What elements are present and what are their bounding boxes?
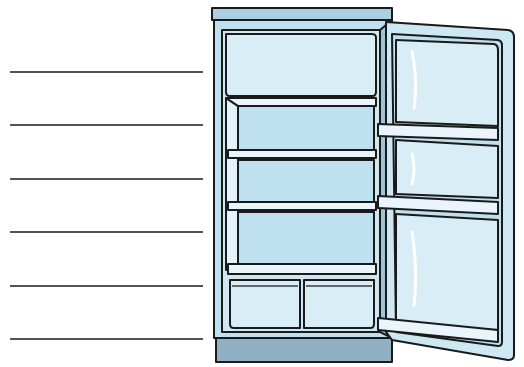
fridge-body — [212, 8, 392, 362]
door-shelf-1 — [378, 124, 498, 140]
fridge-base — [216, 338, 392, 362]
crisper-drawer-right — [304, 280, 374, 328]
back-wall-upper — [238, 106, 374, 150]
label-lines — [10, 72, 203, 339]
crisper-drawer-left — [230, 280, 300, 328]
shelf-3 — [228, 264, 376, 274]
freezer-compartment — [226, 34, 376, 96]
back-wall-middle — [238, 160, 374, 202]
door-bin-middle — [396, 140, 498, 198]
shelf-1 — [228, 150, 376, 158]
shelf-top — [226, 98, 376, 106]
shelf-2 — [228, 202, 376, 210]
left-side-wall — [226, 98, 238, 270]
fridge-door[interactable] — [378, 20, 514, 360]
back-wall-lower — [238, 212, 374, 264]
fridge-top-cap — [212, 8, 392, 20]
